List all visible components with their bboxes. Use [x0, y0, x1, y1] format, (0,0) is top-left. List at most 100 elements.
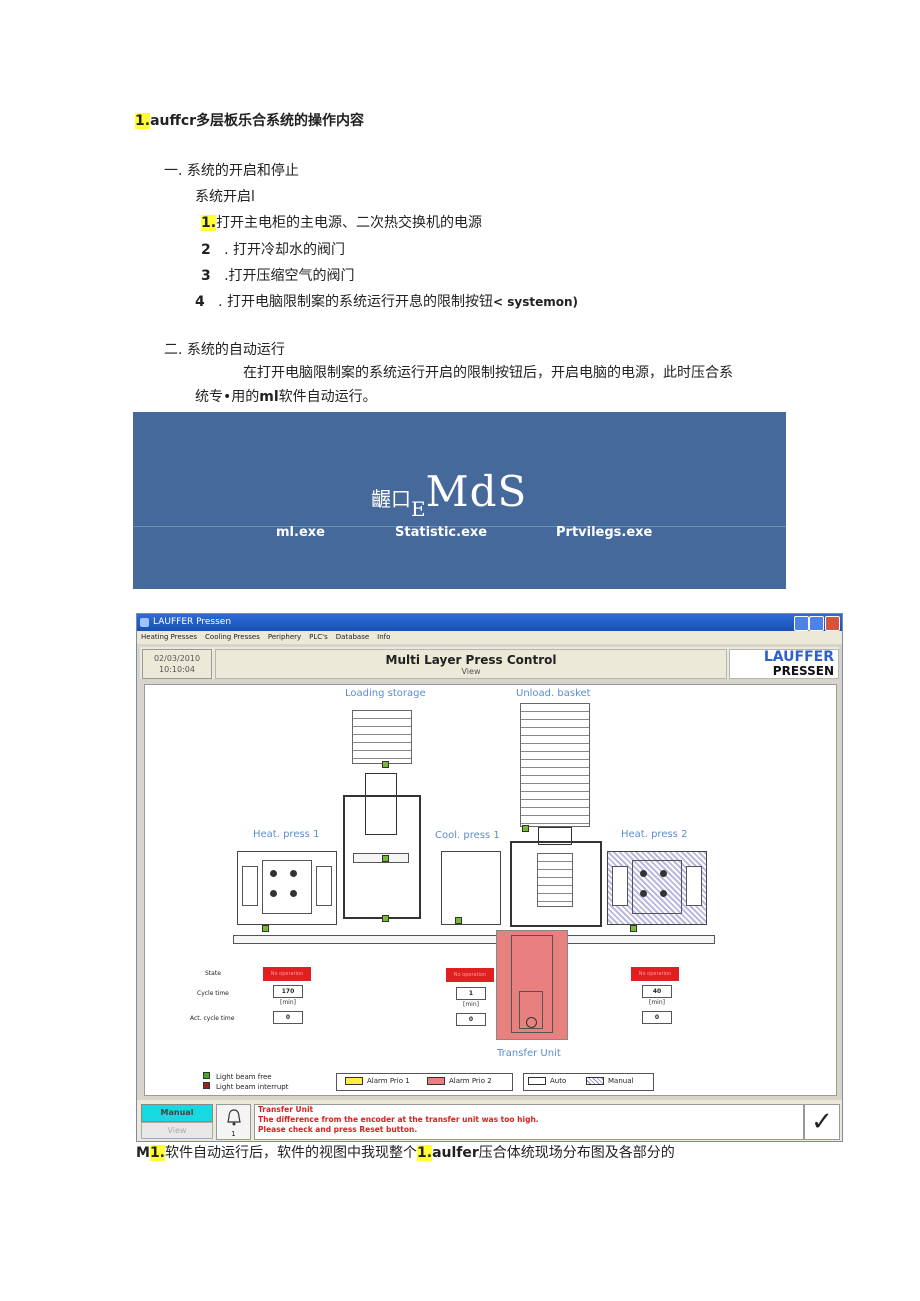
transfer-unit[interactable]: [496, 930, 568, 1040]
banner-logo-small: 齷口: [371, 487, 411, 511]
app-window: LAUFFER Pressen Heating Presses Cooling P…: [136, 613, 843, 1142]
legend-mode-box: Auto Manual: [523, 1073, 654, 1091]
alarm-prio-1-swatch: [345, 1077, 363, 1085]
row-label-act-cycle-time: Act. cycle time: [190, 1015, 235, 1022]
paragraph-text-c: 软件自动运行。: [278, 389, 377, 405]
caption-f: 压合体统现场分布图及各部分的: [478, 1145, 675, 1161]
sensor-loading: [382, 761, 389, 768]
cool-press-1[interactable]: [441, 851, 501, 925]
light-beam-interrupt-icon: [203, 1082, 210, 1089]
plant-layout-view: Loading storage Unload. basket Heat. pre…: [144, 684, 837, 1096]
legend-interrupt-text: Light beam interrupt: [216, 1083, 289, 1091]
manual-button[interactable]: Manual: [141, 1104, 213, 1122]
cool1-cycle-time: 1: [456, 987, 486, 1000]
lauffer-logo: LAUFFER PRESSEN: [729, 649, 839, 679]
step-2-text: . 打开冷却水的阀门: [224, 242, 346, 258]
caption-e: aulfer: [432, 1145, 479, 1161]
label-heat-press-2: Heat. press 2: [621, 829, 688, 840]
legend-alarm-box: Alarm Prio 1 Alarm Prio 2: [336, 1073, 513, 1091]
loader-lift: [365, 773, 397, 835]
alarm-message-line-2: The difference from the encoder at the t…: [258, 1115, 539, 1124]
window-titlebar[interactable]: LAUFFER Pressen: [137, 614, 842, 631]
legend-light-beam-interrupt: Light beam interrupt: [203, 1082, 288, 1091]
alarm-count: 1: [231, 1130, 236, 1138]
heat2-unit: [min]: [649, 999, 665, 1006]
maximize-button[interactable]: [809, 616, 824, 631]
legend-light-beam-free: Light beam free: [203, 1072, 272, 1081]
menu-plcs[interactable]: PLC's: [309, 633, 328, 641]
close-button[interactable]: [825, 616, 840, 631]
label-heat-press-1: Heat. press 1: [253, 829, 320, 840]
minimize-button[interactable]: [794, 616, 809, 631]
step-3-text: .打开压缩空气的阀门: [224, 268, 355, 284]
caption-d: 1.: [417, 1145, 433, 1161]
cool1-unit: [min]: [463, 1001, 479, 1008]
unloader-head: [538, 827, 572, 845]
header-title: Multi Layer Press Control: [385, 653, 557, 667]
manual-swatch: [586, 1077, 604, 1085]
program-statistic[interactable]: Statistic.exe: [395, 525, 488, 540]
heat-press-2[interactable]: [607, 851, 707, 925]
cool1-act-cycle: 0: [456, 1013, 486, 1026]
sensor-heat1: [262, 925, 269, 932]
unloader-stack: [537, 853, 573, 907]
doc-title-text: auffcr多层板乐合系统的操作内容: [150, 113, 365, 129]
menu-database[interactable]: Database: [335, 633, 370, 641]
banner-divider: [133, 526, 786, 527]
heat1-unit: [min]: [280, 999, 296, 1006]
app-icon: [140, 618, 149, 627]
label-loading-storage: Loading storage: [345, 688, 426, 699]
legend-alarm1-text: Alarm Prio 1: [367, 1077, 410, 1085]
window-title: LAUFFER Pressen: [153, 617, 232, 627]
section-2-heading: 二. 系统的自动运行: [164, 342, 285, 358]
startup-heading: 系统开启l: [195, 189, 255, 205]
menu-cooling-presses[interactable]: Cooling Presses: [205, 633, 260, 641]
menu-periphery[interactable]: Periphery: [267, 633, 302, 641]
header-title-box: Multi Layer Press Control View: [215, 649, 727, 679]
program-ml[interactable]: ml.exe: [276, 525, 325, 540]
loading-storage-stack[interactable]: [352, 710, 412, 764]
legend-alarm2-text: Alarm Prio 2: [449, 1077, 492, 1085]
transfer-rail: [233, 935, 715, 944]
step-4-bold: < systemon): [493, 295, 579, 309]
caption-c: 软件自动运行后，软件的视图中我现整个: [165, 1145, 417, 1161]
loader-rail: [353, 853, 409, 863]
sensor-loader: [382, 855, 389, 862]
paragraph-text-a: 统专•用的: [195, 389, 260, 405]
alarm-prio-2-swatch: [427, 1077, 445, 1085]
label-cool-press-1: Cool. press 1: [435, 830, 500, 841]
heat-press-1[interactable]: [237, 851, 337, 925]
bell-icon: [226, 1109, 241, 1126]
menu-heating-presses[interactable]: Heating Presses: [141, 633, 198, 641]
step-2-num: 2: [201, 242, 211, 258]
step-3-num: 3: [201, 268, 211, 284]
program-privilegs[interactable]: Prtvilegs.exe: [556, 525, 653, 540]
paragraph-line-1: 在打开电脑限制案的系统运行开启的限制按钮后，开启电脑的电源，此时压合系: [243, 365, 733, 381]
header-subtitle: View: [461, 667, 481, 676]
paragraph-line-2: 统专•用的ml软件自动运行。: [195, 388, 377, 406]
window-header: 02/03/2010 10:10:04 Multi Layer Press Co…: [140, 647, 839, 679]
brand-line-2: PRESSEN: [772, 664, 834, 678]
heat1-state: No operation: [263, 967, 311, 981]
legend-manual-text: Manual: [608, 1077, 634, 1085]
step-1-num: 1.: [201, 215, 217, 231]
label-unload-basket: Unload. basket: [516, 688, 591, 699]
menu-info[interactable]: Info: [377, 633, 391, 641]
doc-title-prefix: 1.: [135, 113, 151, 129]
light-beam-free-icon: [203, 1072, 210, 1079]
caption-a: M: [136, 1145, 150, 1161]
heat2-cycle-time: 40: [642, 985, 672, 998]
acknowledge-check-button[interactable]: ✓: [804, 1104, 840, 1140]
sensor-heat2: [630, 925, 637, 932]
view-button[interactable]: View: [141, 1122, 213, 1139]
heat2-state: No operation: [631, 967, 679, 981]
alarm-bell-button[interactable]: 1: [216, 1104, 251, 1140]
unload-basket-stack[interactable]: [520, 703, 590, 827]
unloader-frame[interactable]: [510, 841, 602, 927]
caption-b: 1.: [149, 1145, 165, 1161]
brand-line-1: LAUFFER: [763, 649, 834, 665]
heat1-act-cycle: 0: [273, 1011, 303, 1024]
alarm-message: Transfer Unit The difference from the en…: [254, 1104, 804, 1140]
status-bar: Manual View 1 Transfer Unit The differen…: [137, 1100, 842, 1141]
banner-logo-e: E: [411, 497, 426, 521]
